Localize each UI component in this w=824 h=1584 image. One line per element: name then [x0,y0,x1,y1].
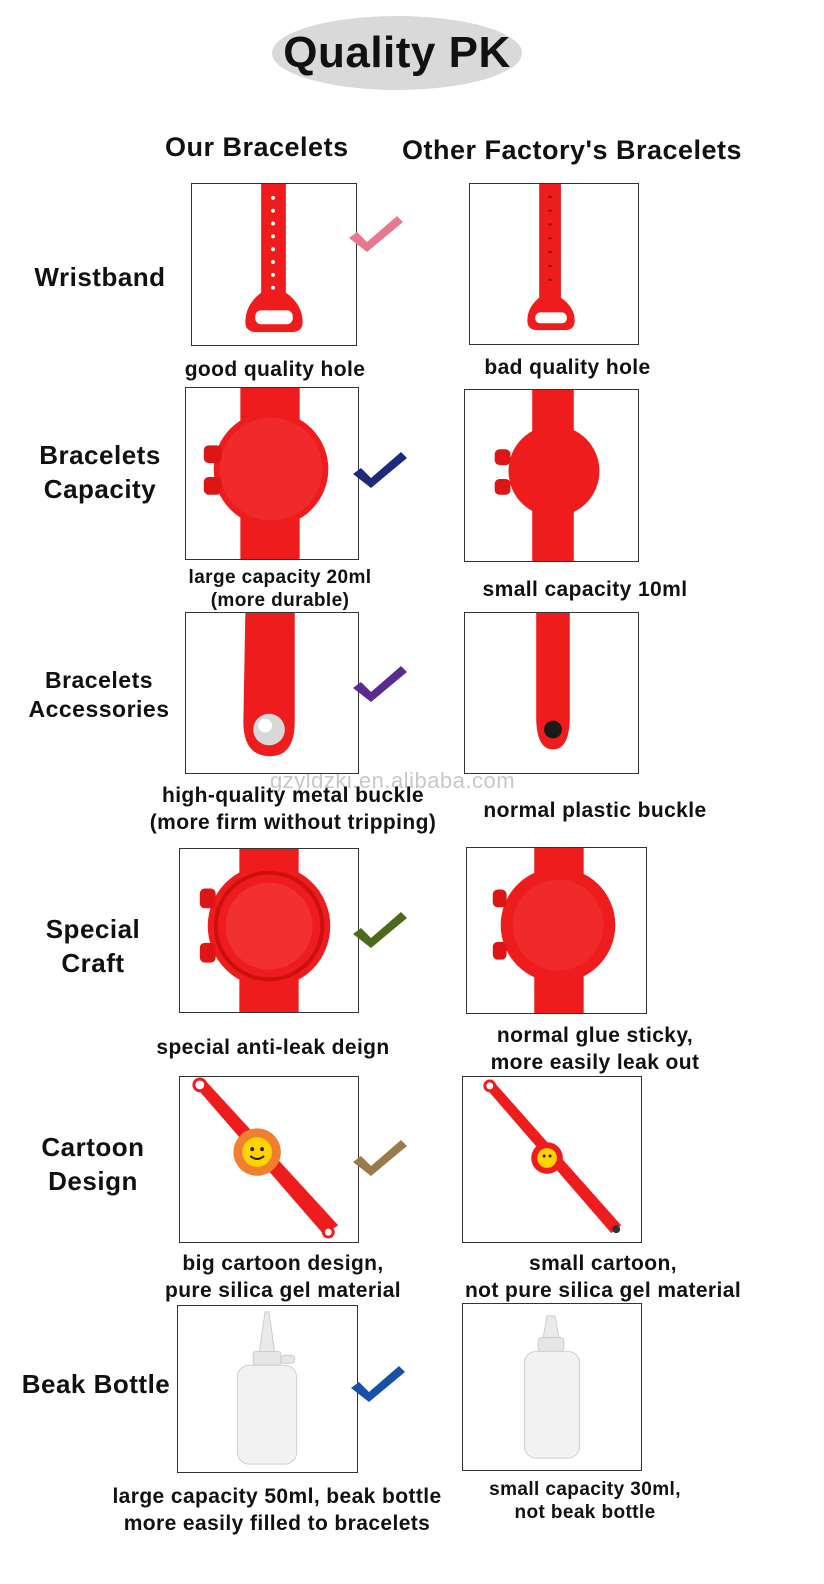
product-image-other-accessories [464,612,639,774]
check-icon-accessories [353,666,407,702]
check-icon-cartoon [353,1140,407,1176]
check-icon-beak-bottle [351,1366,405,1402]
check-mark [349,216,403,252]
caption-our-cartoon: big cartoon design, pure silica gel mate… [164,1252,402,1302]
check-mark [353,666,407,702]
row-label-wristband: Wristband [34,262,166,292]
caption-our-capacity: large capacity 20ml (more durable) [188,567,372,611]
product-image-our-accessories [185,612,359,774]
caption-our-wristband: good quality hole [184,358,366,381]
row-label-craft: Special Craft [45,914,141,978]
product-image-other-cartoon [462,1076,642,1243]
check-icon-craft [353,912,407,948]
title-banner: Quality PK [272,16,522,90]
check-icon-capacity [353,452,407,488]
product-image-our-wristband [191,183,357,346]
product-image-other-wristband [469,183,639,345]
check-mark [351,1366,405,1402]
check-mark [353,1140,407,1176]
caption-other-craft: normal glue sticky, more easily leak out [490,1024,700,1074]
product-image-other-craft [466,847,647,1014]
check-icon-wristband [349,216,403,252]
product-image-other-bottle [462,1303,642,1471]
product-image-other-capacity [464,389,639,562]
row-label-beak-bottle: Beak Bottle [21,1369,171,1399]
product-image-our-cartoon [179,1076,359,1243]
page-title: Quality PK [283,28,511,77]
product-image-our-capacity [185,387,359,560]
product-image-our-craft [179,848,359,1013]
caption-our-accessories: high-quality metal buckle (more firm wit… [149,784,437,834]
row-label-accessories: Bracelets Accessories [28,667,170,722]
product-image-our-bottle [177,1305,358,1473]
column-header-ours: Our Bracelets [165,132,349,162]
caption-other-bottle: small capacity 30ml, not beak bottle [489,1479,681,1523]
row-label-cartoon: Cartoon Design [41,1132,145,1196]
caption-other-cartoon: small cartoon, not pure silica gel mater… [464,1252,742,1302]
caption-our-bottle: large capacity 50ml, beak bottle more ea… [112,1485,442,1535]
check-mark [353,452,407,488]
caption-other-capacity: small capacity 10ml [482,578,688,601]
caption-other-accessories: normal plastic buckle [483,799,707,822]
row-label-capacity: Bracelets Capacity [39,440,161,504]
caption-our-craft: special anti-leak deign [156,1036,390,1059]
caption-other-wristband: bad quality hole [484,356,651,379]
column-header-others: Other Factory's Bracelets [402,135,743,165]
check-mark [353,912,407,948]
